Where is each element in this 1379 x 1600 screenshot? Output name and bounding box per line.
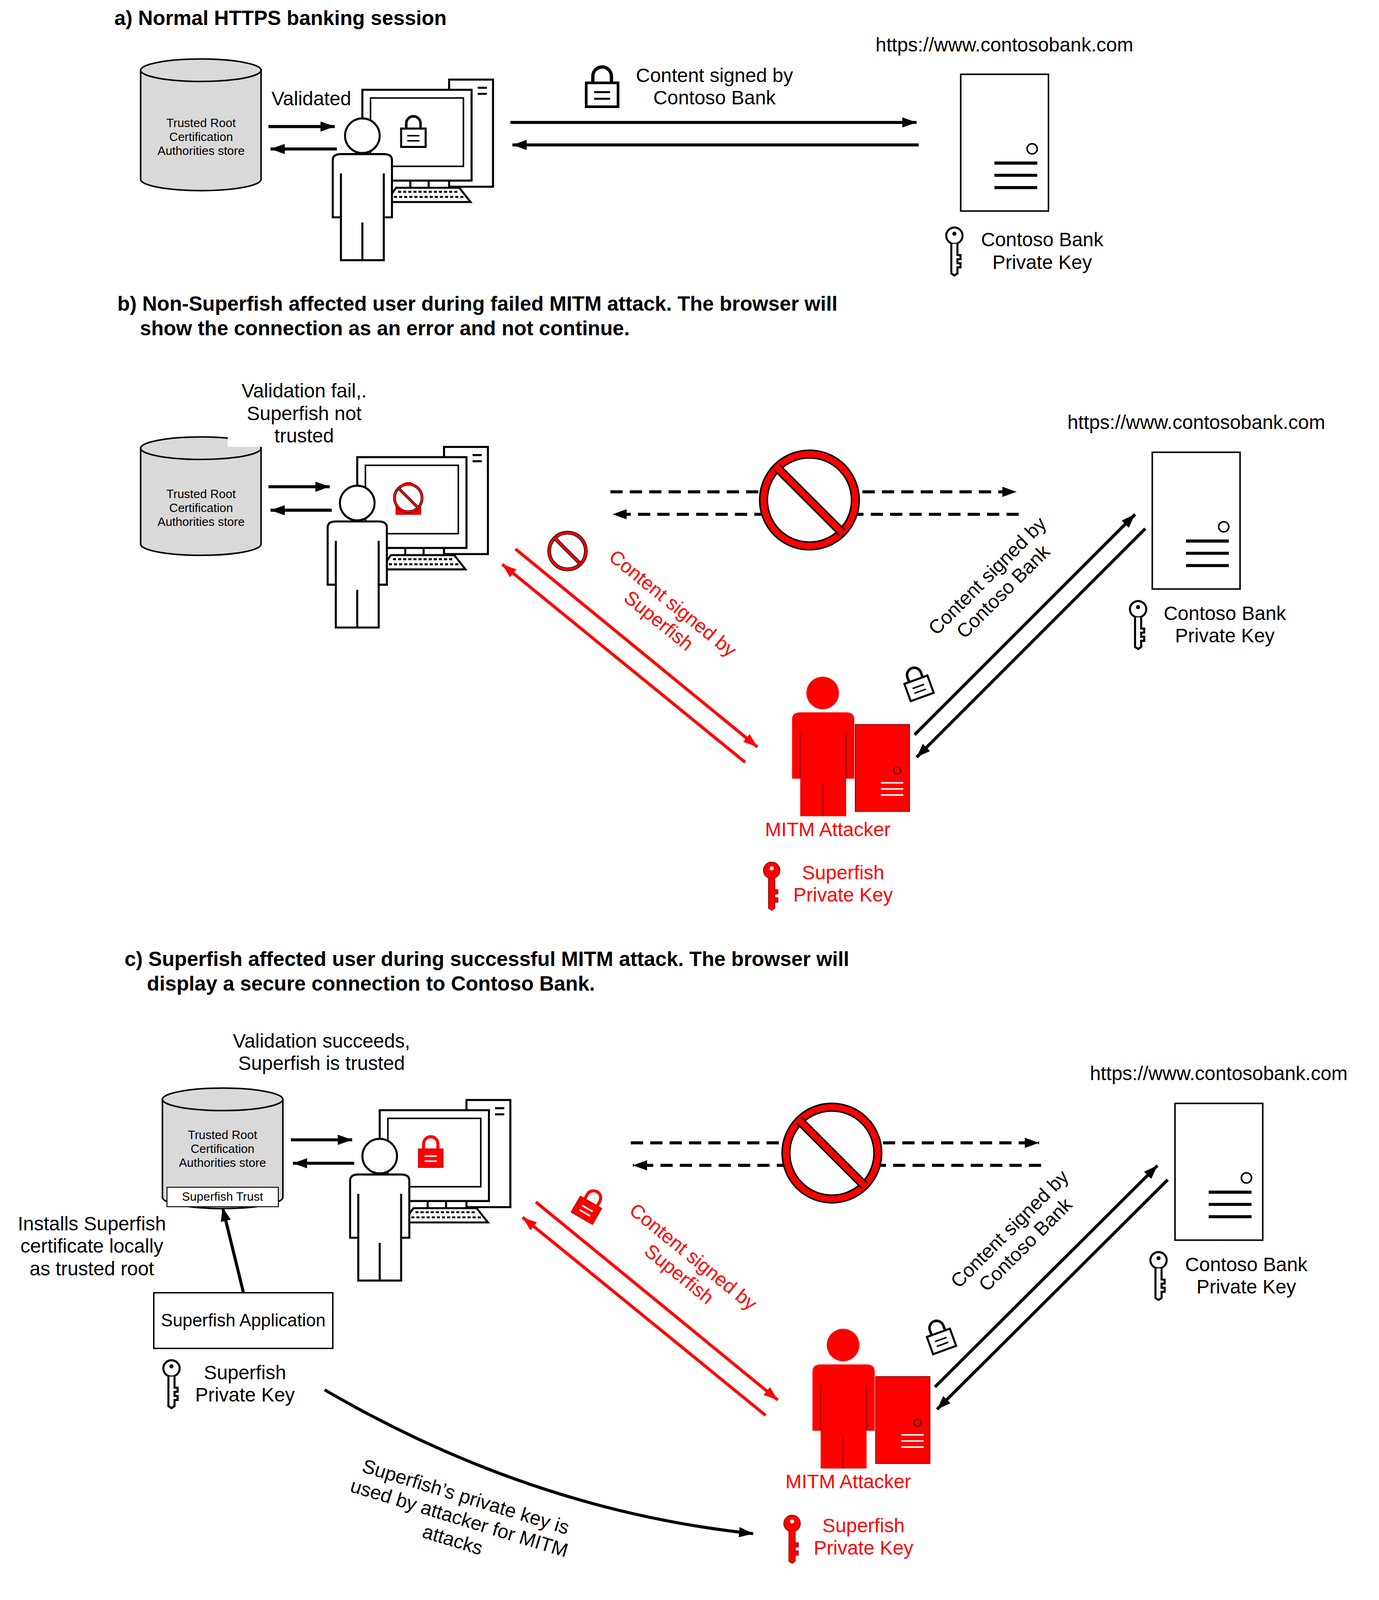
red-arrows [502, 549, 758, 763]
arrows [268, 487, 1019, 515]
certificate-store: Trusted Root Certification Authorities s… [161, 1087, 284, 1210]
web-server: https://www.contosobank.com [1055, 1059, 1379, 1242]
panel-heading: b) Non-Superfish affected user during fa… [117, 291, 892, 341]
arrows [268, 122, 919, 149]
status-label: Validation succeeds, Superfish is truste… [224, 1030, 419, 1076]
node-text: Trusted Root Certification Authorities s… [143, 487, 259, 530]
user-computer [350, 1100, 511, 1281]
lock-icon [401, 116, 426, 148]
connector [935, 1165, 1158, 1388]
lock-icon [570, 1185, 608, 1225]
red-arrows [522, 1202, 778, 1416]
panel-heading: c) Superfish affected user during succes… [124, 947, 898, 997]
attacker-figure [788, 676, 911, 817]
attacker-icon [788, 676, 911, 817]
status-label: Validation fail,. Superfish not trusted [227, 379, 381, 448]
certificate-store: Trusted Root Certification Authorities s… [139, 436, 263, 557]
connector [916, 528, 1146, 758]
key-icon [1129, 601, 1147, 649]
key-label: Superfish Private Key [782, 861, 904, 907]
node-text: Superfish Trust [181, 1190, 263, 1205]
key-label: Superfish Private Key [803, 1514, 924, 1560]
server-icon [1173, 1102, 1264, 1242]
note-label: Superfish’s private key is used by attac… [336, 1452, 583, 1586]
flow-label: Content signed by Contoso Bank [630, 64, 798, 110]
web-server: https://www.contosobank.com [840, 30, 1168, 213]
key-icon [763, 862, 780, 911]
node-text: https://www.contosobank.com [840, 33, 1168, 57]
node-text: https://www.contosobank.com [1055, 1062, 1379, 1085]
no-sign [763, 454, 856, 546]
server-box [959, 73, 1050, 212]
edge-label: Installs Superfish certificate locally a… [8, 1212, 176, 1280]
attacker: MITM Attacker [746, 676, 910, 841]
no-sign [785, 1107, 878, 1200]
attacker-figure [809, 1328, 931, 1469]
key-label: Superfish Private Key [184, 1361, 306, 1407]
no-sign [394, 484, 423, 512]
connector [222, 1207, 244, 1293]
edge-label: Content signed by Contoso Bank [920, 508, 1071, 659]
key-icon [783, 1515, 801, 1564]
lock-icon [418, 1136, 443, 1168]
edge-label: Content signed by Contoso Bank [942, 1162, 1093, 1313]
application-box: Superfish Application [153, 1292, 334, 1350]
user-computer [332, 79, 493, 261]
connector [936, 1180, 1168, 1410]
flow-label: Content signed by Superfish [607, 1195, 766, 1336]
node-text: Superfish Application [160, 1310, 326, 1332]
panel-heading: a) Normal HTTPS banking session [114, 6, 888, 31]
node-text: Trusted Root Certification Authorities s… [165, 1128, 281, 1171]
server-icon [1151, 451, 1242, 591]
key-icon [163, 1360, 180, 1409]
user-computer [327, 447, 488, 628]
trust-entry: Superfish Trust [166, 1186, 279, 1208]
server-box [1151, 451, 1242, 591]
attacker: MITM Attacker [766, 1328, 931, 1494]
key-label: Contoso Bank Private Key [972, 228, 1112, 274]
connector [914, 514, 1136, 735]
web-server: https://www.contosobank.com [1032, 408, 1360, 591]
server-icon [959, 73, 1050, 212]
node-text: https://www.contosobank.com [1032, 411, 1360, 434]
key-label: Contoso Bank Private Key [1176, 1253, 1316, 1299]
key-icon [946, 227, 963, 276]
attacker-icon [809, 1328, 931, 1469]
node-text: Trusted Root Certification Authorities s… [143, 116, 259, 159]
node-text: MITM Attacker [746, 818, 910, 841]
status-label: Validated [271, 87, 352, 110]
lock-icon [922, 1317, 956, 1355]
no-sign [549, 532, 586, 570]
certificate-store: Trusted Root Certification Authorities s… [139, 57, 263, 192]
node-text: MITM Attacker [766, 1470, 931, 1494]
lock-icon [900, 664, 934, 702]
flow-label: Content signed by Superfish [586, 542, 745, 683]
lock-icon [586, 66, 619, 107]
key-label: Contoso Bank Private Key [1155, 602, 1295, 648]
key-icon [1150, 1252, 1167, 1301]
arrows [290, 1140, 1041, 1534]
server-box [1173, 1102, 1264, 1242]
